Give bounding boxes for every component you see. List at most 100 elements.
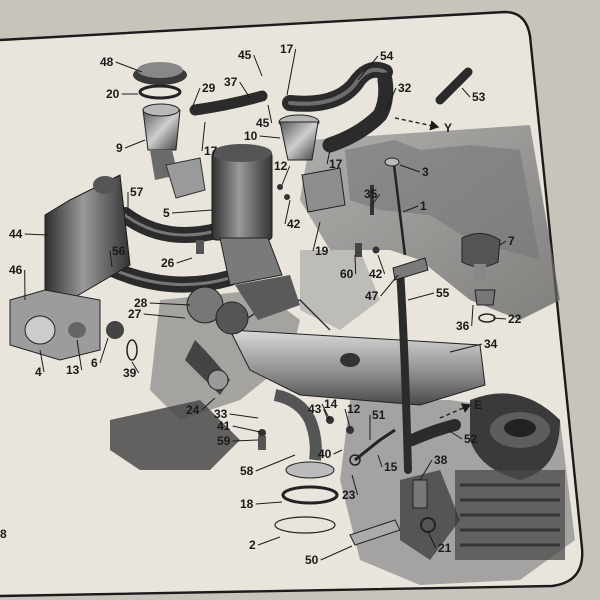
leader-line-53 xyxy=(461,87,471,98)
leader-line-17a xyxy=(286,48,297,96)
leader-line-24 xyxy=(201,397,216,411)
leader-line-3 xyxy=(399,164,421,173)
callout-42b: 42 xyxy=(369,267,383,281)
leader-line-42b xyxy=(377,254,386,275)
leader-line-10 xyxy=(259,135,281,139)
leader-line-15 xyxy=(377,454,383,468)
callout-45b: 45 xyxy=(256,116,270,130)
hoses xyxy=(102,61,473,474)
hose-17-right xyxy=(322,72,394,153)
leader-line-56 xyxy=(109,250,113,268)
leader-line-42a xyxy=(284,199,291,225)
oil-pickup xyxy=(273,389,339,534)
leader-line-32 xyxy=(385,87,397,111)
leader-line-54 xyxy=(357,55,379,81)
callout-19: 19 xyxy=(315,244,329,258)
arrow-to-e xyxy=(439,403,472,419)
leader-line-9 xyxy=(124,139,146,149)
callout-10: 10 xyxy=(244,129,258,143)
callout-13: 13 xyxy=(66,363,80,377)
leader-line-28 xyxy=(149,302,191,306)
leader-line-35 xyxy=(371,193,381,206)
hose-52 xyxy=(406,419,461,446)
leader-line-22 xyxy=(492,317,507,320)
callout-55: 55 xyxy=(436,286,450,300)
leader-line-55 xyxy=(407,292,435,301)
leader-line-7 xyxy=(499,240,507,246)
leader-line-6 xyxy=(99,337,109,364)
oil-sump-pan xyxy=(229,299,486,406)
leader-line-34 xyxy=(449,343,483,353)
callout-54: 54 xyxy=(380,49,394,63)
leader-line-14 xyxy=(321,403,331,421)
callout-8: 8 xyxy=(0,527,7,541)
leader-line-44 xyxy=(24,233,49,236)
callout-42a: 42 xyxy=(287,217,301,231)
callout-36: 36 xyxy=(456,319,470,333)
oil-filler-assembly xyxy=(133,62,206,199)
leader-line-39 xyxy=(131,361,140,374)
arrow-label-y: Y xyxy=(444,121,452,135)
leader-line-58 xyxy=(255,454,296,472)
callout-58: 58 xyxy=(240,464,254,478)
oil-pump xyxy=(185,286,249,395)
callout-18: 18 xyxy=(240,497,254,511)
leader-line-52 xyxy=(447,429,463,440)
leader-line-12a xyxy=(281,165,291,186)
leader-line-17c xyxy=(326,149,331,165)
leader-line-59 xyxy=(232,439,259,442)
leader-line-2 xyxy=(257,536,281,546)
callout-27: 27 xyxy=(128,307,142,321)
callout-22: 22 xyxy=(508,312,522,326)
callout-24: 24 xyxy=(186,403,200,417)
callout-7: 7 xyxy=(508,234,515,248)
callout-53: 53 xyxy=(472,90,486,104)
callout-2: 2 xyxy=(249,538,256,552)
callout-59: 59 xyxy=(217,434,231,448)
callout-1: 1 xyxy=(420,199,427,213)
callout-32: 32 xyxy=(398,81,412,95)
callout-21: 21 xyxy=(438,541,452,555)
leader-line-12b xyxy=(344,408,351,429)
leader-line-40 xyxy=(333,449,343,455)
small-parts xyxy=(106,157,501,546)
hose-53 xyxy=(435,67,473,105)
leader-line-4 xyxy=(39,349,45,373)
leader-line-33 xyxy=(229,413,259,419)
leader-line-60 xyxy=(354,254,357,275)
callout-35: 35 xyxy=(364,187,378,201)
callout-28: 28 xyxy=(134,296,148,310)
callout-52: 52 xyxy=(464,432,478,446)
callout-17c: 17 xyxy=(329,157,343,171)
callout-39: 39 xyxy=(123,366,137,380)
callout-56: 56 xyxy=(112,244,126,258)
leader-line-26 xyxy=(176,257,193,264)
arrow-to-y xyxy=(394,117,440,131)
callout-48: 48 xyxy=(100,55,114,69)
leader-line-45a xyxy=(253,54,263,77)
callout-9: 9 xyxy=(116,141,123,155)
callout-33: 33 xyxy=(214,407,228,421)
callout-23: 23 xyxy=(342,488,356,502)
leader-line-27 xyxy=(143,313,186,319)
callout-34: 34 xyxy=(484,337,498,351)
leader-line-36 xyxy=(471,304,474,327)
callout-3: 3 xyxy=(422,165,429,179)
leader-line-47 xyxy=(380,274,399,297)
callout-17b: 17 xyxy=(204,144,218,158)
direction-arrows xyxy=(394,117,472,419)
callout-20: 20 xyxy=(106,87,120,101)
leader-line-50 xyxy=(320,545,353,561)
breather-neck-assembly xyxy=(278,114,346,213)
leader-line-43 xyxy=(323,408,329,421)
leader-line-45b xyxy=(267,104,273,124)
leader-line-18 xyxy=(255,501,283,505)
callout-51: 51 xyxy=(372,408,386,422)
callout-37: 37 xyxy=(224,75,238,89)
leader-line-38 xyxy=(419,459,433,481)
leader-line-41 xyxy=(232,425,261,433)
leader-line-48 xyxy=(115,61,143,73)
